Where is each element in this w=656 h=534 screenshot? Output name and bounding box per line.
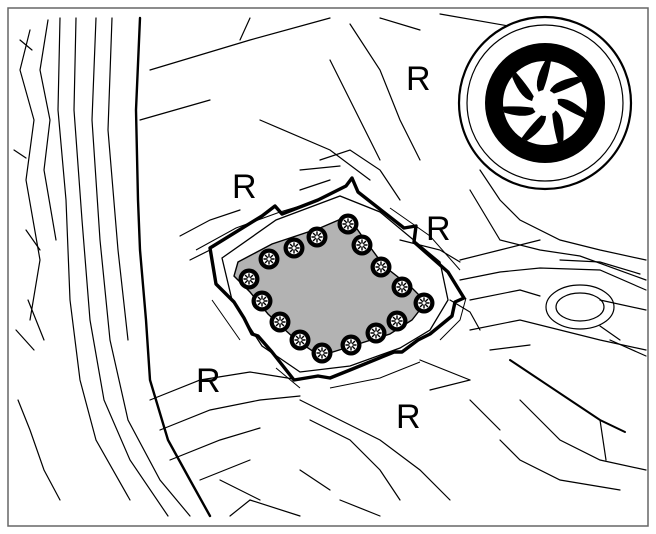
label-r-right: R — [426, 210, 451, 248]
label-r-top-right: R — [406, 60, 431, 98]
label-r-bottom-left: R — [196, 362, 221, 400]
rivet-marker-icon — [385, 309, 409, 333]
label-r-top-left: R — [232, 168, 257, 206]
rivet-detail-icon — [457, 15, 633, 191]
rivet-marker-icon — [257, 247, 281, 271]
rivet-marker-icon — [250, 289, 274, 313]
rivet-marker-icon — [310, 341, 334, 365]
rivet-marker-icon — [237, 267, 261, 291]
cut-line-outline — [208, 176, 466, 382]
rivet-marker-icon — [390, 275, 414, 299]
rivet-marker-icon — [282, 236, 306, 260]
label-r-bottom-right: R — [396, 398, 421, 436]
rivet-marker-icon — [339, 333, 363, 357]
rivet-marker-icon — [305, 225, 329, 249]
inner-flange-outline — [221, 195, 449, 373]
rivet-marker-icon — [336, 212, 360, 236]
rivet-marker-icon — [369, 255, 393, 279]
rivet-marker-icon — [350, 233, 374, 257]
rivet-marker-icon — [364, 321, 388, 345]
body-structure-lines — [13, 13, 647, 518]
rivet-marker-icon — [268, 310, 292, 334]
rivet-marker-icon — [288, 328, 312, 352]
rivet-marker-icon — [412, 291, 436, 315]
